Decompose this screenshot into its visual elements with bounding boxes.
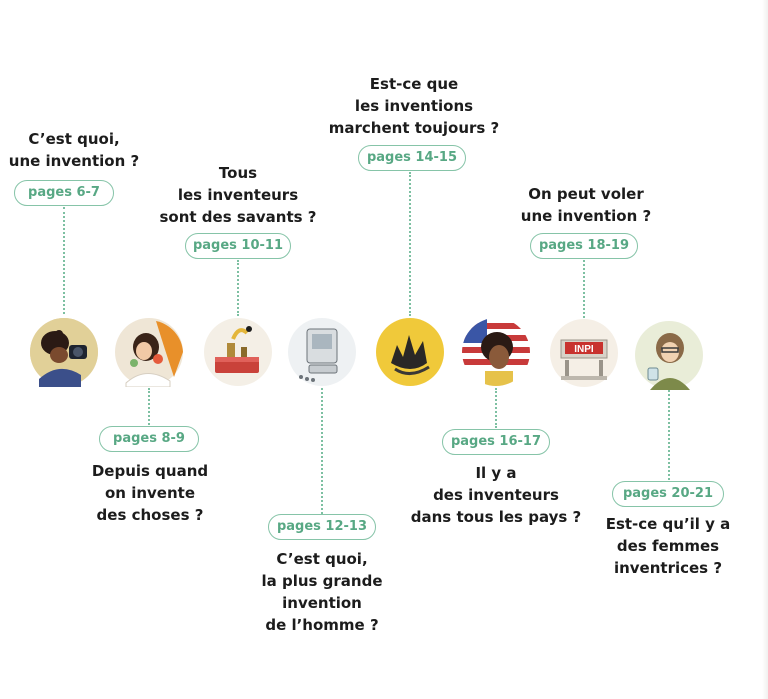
question-8: Est-ce qu’il y a des femmes inventrices … <box>605 515 731 577</box>
pages-link-16-17[interactable]: pages 16-17 <box>442 429 550 455</box>
question-6: Il y a des inventeurs dans tous les pays… <box>410 464 582 526</box>
question-3: Tous les inventeurs sont des savants ? <box>159 164 317 226</box>
page-edge <box>762 0 768 699</box>
woman-scientist-icon <box>634 320 704 390</box>
question-2: Depuis quand on invente des choses ? <box>91 462 209 524</box>
inpi-sign-text: INPI <box>574 344 594 355</box>
question-4: C’est quoi, la plus grande invention de … <box>261 550 383 634</box>
explosion-icon <box>375 317 445 387</box>
connector-4 <box>321 388 323 514</box>
inpi-building-icon: INPI <box>549 318 619 388</box>
question-7: On peut voler une invention ? <box>520 185 652 225</box>
connector-7 <box>583 260 585 318</box>
connector-6 <box>495 388 497 428</box>
connector-3 <box>237 260 239 316</box>
woman-flower-icon <box>114 317 184 387</box>
connector-5 <box>409 172 411 316</box>
boy-flag-icon <box>461 317 531 387</box>
pages-link-14-15[interactable]: pages 14-15 <box>358 145 466 171</box>
pages-link-8-9[interactable]: pages 8-9 <box>99 426 199 452</box>
computer-icon <box>287 317 357 387</box>
electric-device-icon <box>203 317 273 387</box>
pages-link-18-19[interactable]: pages 18-19 <box>530 233 638 259</box>
connector-1 <box>63 207 65 314</box>
pages-link-12-13[interactable]: pages 12-13 <box>268 514 376 540</box>
connector-8 <box>668 390 670 480</box>
pages-link-6-7[interactable]: pages 6-7 <box>14 180 114 206</box>
woman-camera-icon <box>29 317 99 387</box>
pages-link-10-11[interactable]: pages 10-11 <box>185 233 291 259</box>
connector-2 <box>148 388 150 425</box>
question-5: Est-ce que les inventions marchent toujo… <box>328 75 500 137</box>
pages-link-20-21[interactable]: pages 20-21 <box>612 481 724 507</box>
question-1: C’est quoi, une invention ? <box>8 130 140 170</box>
